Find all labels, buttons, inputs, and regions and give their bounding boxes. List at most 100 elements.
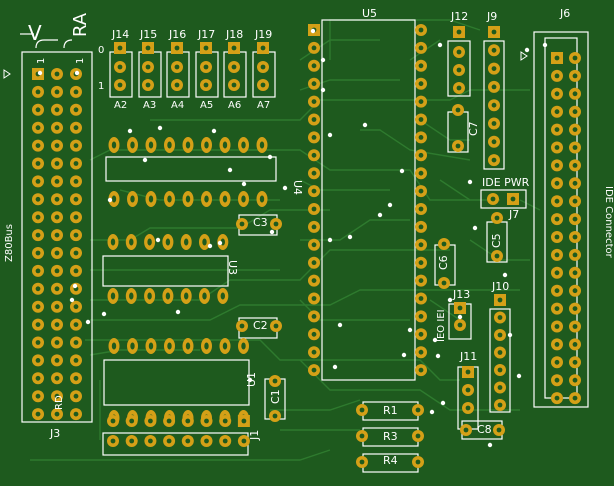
ide-pwr-label: IDE PWR (482, 176, 530, 189)
z80bus-pin-9-hole (73, 107, 79, 113)
via-46 (320, 87, 326, 93)
u5-pin-29-hole (418, 224, 424, 230)
c3-pin-1-hole (239, 221, 245, 227)
u4-pin-bot-7-hole (241, 195, 246, 203)
j6-pin-1-hole (554, 55, 560, 61)
j10-pin-4-hole (497, 350, 503, 355)
label-c6: C6 (437, 255, 450, 270)
r3-pin-2-hole (415, 433, 421, 439)
u5-pin-5-hole (311, 99, 317, 104)
j9-pin-1-hole (491, 29, 497, 35)
jumper-14-pin-2-hole (117, 64, 123, 70)
via-42 (175, 309, 181, 315)
via-47 (320, 57, 326, 63)
j13-pin-1-hole (457, 305, 463, 311)
addr-label-a4: A4 (171, 100, 184, 111)
j6-pin-33-hole (554, 342, 560, 347)
z80bus-pin-30-hole (73, 232, 79, 238)
u5-pin-38-hole (418, 63, 424, 69)
u5-pin-17-hole (311, 314, 317, 319)
j1-pin-bot-1-hole (129, 438, 135, 444)
u5-pin-14-hole (311, 260, 317, 266)
trace-16 (429, 299, 461, 321)
label-u4: U4 (291, 180, 304, 195)
ide-connector-label: IDE Connector (603, 186, 614, 259)
jumper-19-pin-3-hole (260, 82, 266, 88)
j6-pin-26-hole (572, 270, 578, 276)
u5-pin-4-hole (311, 81, 317, 87)
u5-pin-16-hole (311, 296, 317, 301)
u4-pin-bot-3-hole (167, 195, 172, 203)
z80bus-pin-38-hole (54, 286, 60, 292)
u5-pin-37-hole (418, 81, 424, 87)
u4-pin-top-2-hole (148, 141, 154, 149)
u5-pin-13-hole (311, 242, 317, 248)
via-27 (502, 272, 508, 278)
j6-pin-25-hole (554, 270, 560, 276)
label-u5: U5 (362, 7, 377, 20)
z80bus-pin-15-hole (73, 143, 79, 149)
label-j19: J19 (254, 28, 272, 41)
via-40 (101, 311, 107, 317)
j1-pin-top-6-hole (222, 418, 228, 424)
j11-pin-1-hole (465, 369, 471, 375)
u4-pin-bot-5-hole (204, 195, 209, 203)
via-24 (437, 42, 443, 48)
z80bus-pin-58-hole (35, 411, 41, 417)
j6-pin-18-hole (572, 198, 578, 204)
z80bus-pin-34-hole (35, 268, 41, 274)
z80bus-pin-50-hole (54, 358, 60, 363)
trace-20 (519, 199, 541, 211)
via-15 (327, 237, 333, 243)
label-c1: C1 (269, 389, 282, 404)
u4-pin-bot-0-hole (111, 195, 117, 203)
u5-pin-34-hole (418, 135, 424, 140)
j10-outline (489, 308, 511, 413)
c5-pin-2-hole (494, 253, 500, 259)
z80bus-pin-49-hole (35, 358, 41, 363)
z80bus-pin-37-hole (35, 286, 41, 292)
trace-2 (90, 209, 330, 241)
via-35 (435, 353, 441, 359)
u5-pin-8-hole (311, 152, 317, 158)
j6-pin-37-hole (554, 377, 560, 383)
u4-pin-bot-8-hole (259, 195, 265, 203)
u3-outline (102, 255, 229, 287)
u3-pin-top-2-hole (147, 238, 152, 246)
corner-curve-b (63, 39, 73, 49)
z80bus-pin-59-hole (54, 411, 60, 417)
trace-1 (90, 289, 520, 321)
z80bus-pin-45-hole (73, 322, 79, 327)
via-37 (72, 283, 78, 289)
z80bus-pin-5-hole (54, 89, 60, 95)
u4-pin-top-5-hole (204, 141, 209, 149)
j6-pin-6-hole (572, 91, 578, 97)
via-23 (401, 352, 407, 358)
addr-label-a2: A2 (114, 100, 127, 111)
j6-pin-28-hole (572, 288, 578, 294)
c1-pin-2-hole (272, 413, 278, 419)
j10-pin-6-hole (497, 385, 503, 390)
z80bus-pin-42-hole (73, 304, 79, 310)
via-9 (282, 185, 288, 191)
u4-pin-top-4-hole (185, 141, 191, 149)
jumper-17-pin-2-hole (203, 64, 209, 70)
c2-pin-1-hole (239, 323, 245, 329)
u5-pin-30-hole (418, 206, 424, 212)
via-26 (472, 225, 478, 231)
pin1-arrow-right (520, 51, 528, 61)
component-pads (32, 24, 581, 468)
j12-pin-1-hole (456, 29, 462, 35)
j1-pin-top-3-hole (166, 418, 172, 424)
via-14 (327, 132, 333, 138)
via-32 (524, 47, 530, 53)
u4-pin-top-0-hole (111, 141, 117, 149)
j6-pin-16-hole (572, 180, 578, 186)
corner-label-1a: 1 (36, 58, 47, 64)
r3-pin-1-hole (359, 433, 365, 439)
c3-pin-2-hole (273, 221, 279, 227)
j9-pin-7-hole (491, 139, 497, 145)
z80bus-pin-51-hole (73, 358, 79, 363)
u5-pin-35-hole (418, 117, 424, 122)
